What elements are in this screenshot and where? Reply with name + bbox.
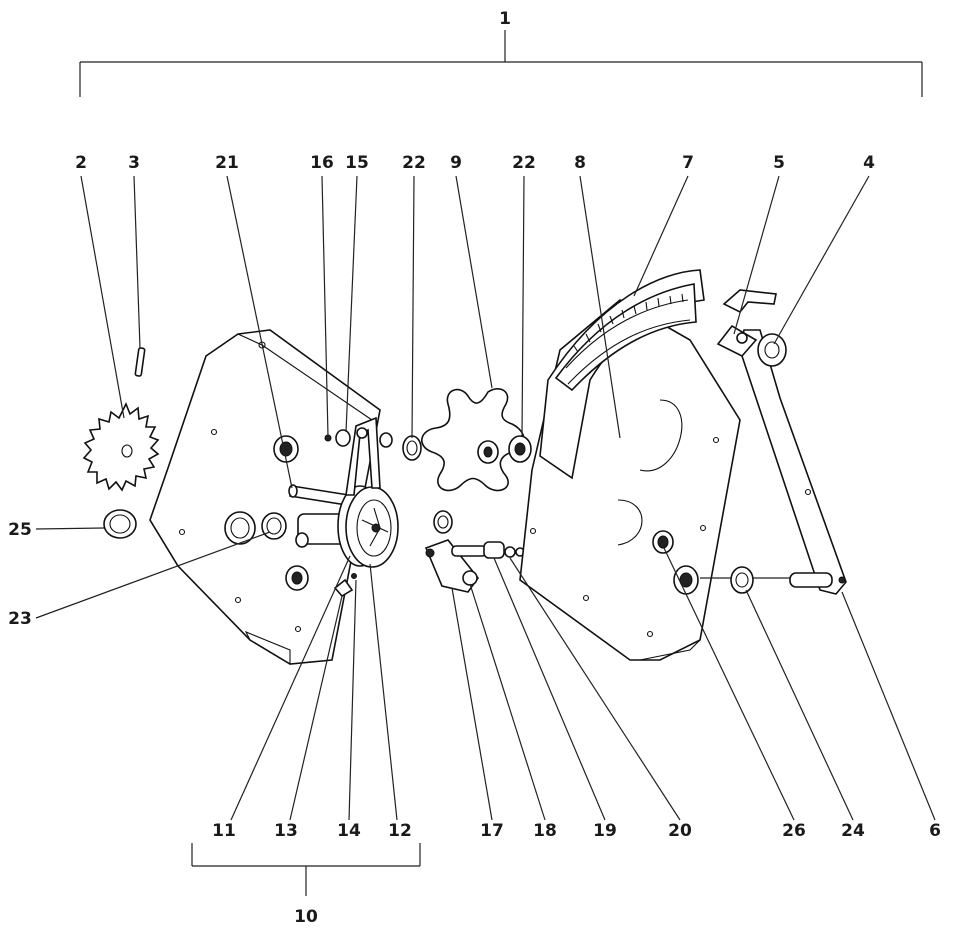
label-25: 25 bbox=[8, 520, 32, 540]
label-2: 2 bbox=[75, 153, 87, 173]
label-6: 6 bbox=[929, 821, 941, 841]
label-11: 11 bbox=[212, 821, 236, 841]
spring-pin bbox=[134, 347, 146, 377]
label-24: 24 bbox=[841, 821, 865, 841]
linkage-arm bbox=[424, 539, 525, 593]
right-housing-plate bbox=[519, 299, 741, 661]
label-3: 3 bbox=[128, 153, 140, 173]
belt bbox=[345, 416, 381, 496]
label-8: 8 bbox=[574, 153, 586, 173]
label-1: 1 bbox=[499, 9, 511, 29]
label-26: 26 bbox=[782, 821, 806, 841]
part-labels: 1 2 3 21 16 15 22 9 22 8 7 5 4 25 23 11 … bbox=[8, 9, 941, 927]
label-20: 20 bbox=[668, 821, 692, 841]
label-22-right: 22 bbox=[512, 153, 536, 173]
label-15: 15 bbox=[345, 153, 369, 173]
label-23: 23 bbox=[8, 609, 32, 629]
label-16: 16 bbox=[310, 153, 334, 173]
washer-25 bbox=[103, 509, 137, 539]
label-9: 9 bbox=[450, 153, 462, 173]
belt-pulley bbox=[337, 485, 399, 568]
label-18: 18 bbox=[533, 821, 557, 841]
label-14: 14 bbox=[337, 821, 361, 841]
label-21: 21 bbox=[215, 153, 239, 173]
label-13: 13 bbox=[274, 821, 298, 841]
label-17: 17 bbox=[480, 821, 504, 841]
label-5: 5 bbox=[773, 153, 785, 173]
sprocket-gear bbox=[82, 402, 160, 492]
label-10: 10 bbox=[294, 907, 318, 927]
label-22-left: 22 bbox=[402, 153, 426, 173]
adjustment-lever bbox=[716, 289, 847, 595]
label-4: 4 bbox=[863, 153, 875, 173]
left-housing-plate bbox=[149, 329, 381, 665]
assembly-bracket-1 bbox=[79, 30, 923, 97]
washer-22-right bbox=[508, 435, 532, 463]
angle-scale bbox=[539, 269, 705, 480]
leader-lines bbox=[35, 175, 936, 821]
label-19: 19 bbox=[593, 821, 617, 841]
assembly-bracket-10 bbox=[191, 843, 421, 896]
label-7: 7 bbox=[682, 153, 694, 173]
star-knob bbox=[421, 388, 525, 492]
label-12: 12 bbox=[388, 821, 412, 841]
small-fittings bbox=[324, 429, 453, 598]
